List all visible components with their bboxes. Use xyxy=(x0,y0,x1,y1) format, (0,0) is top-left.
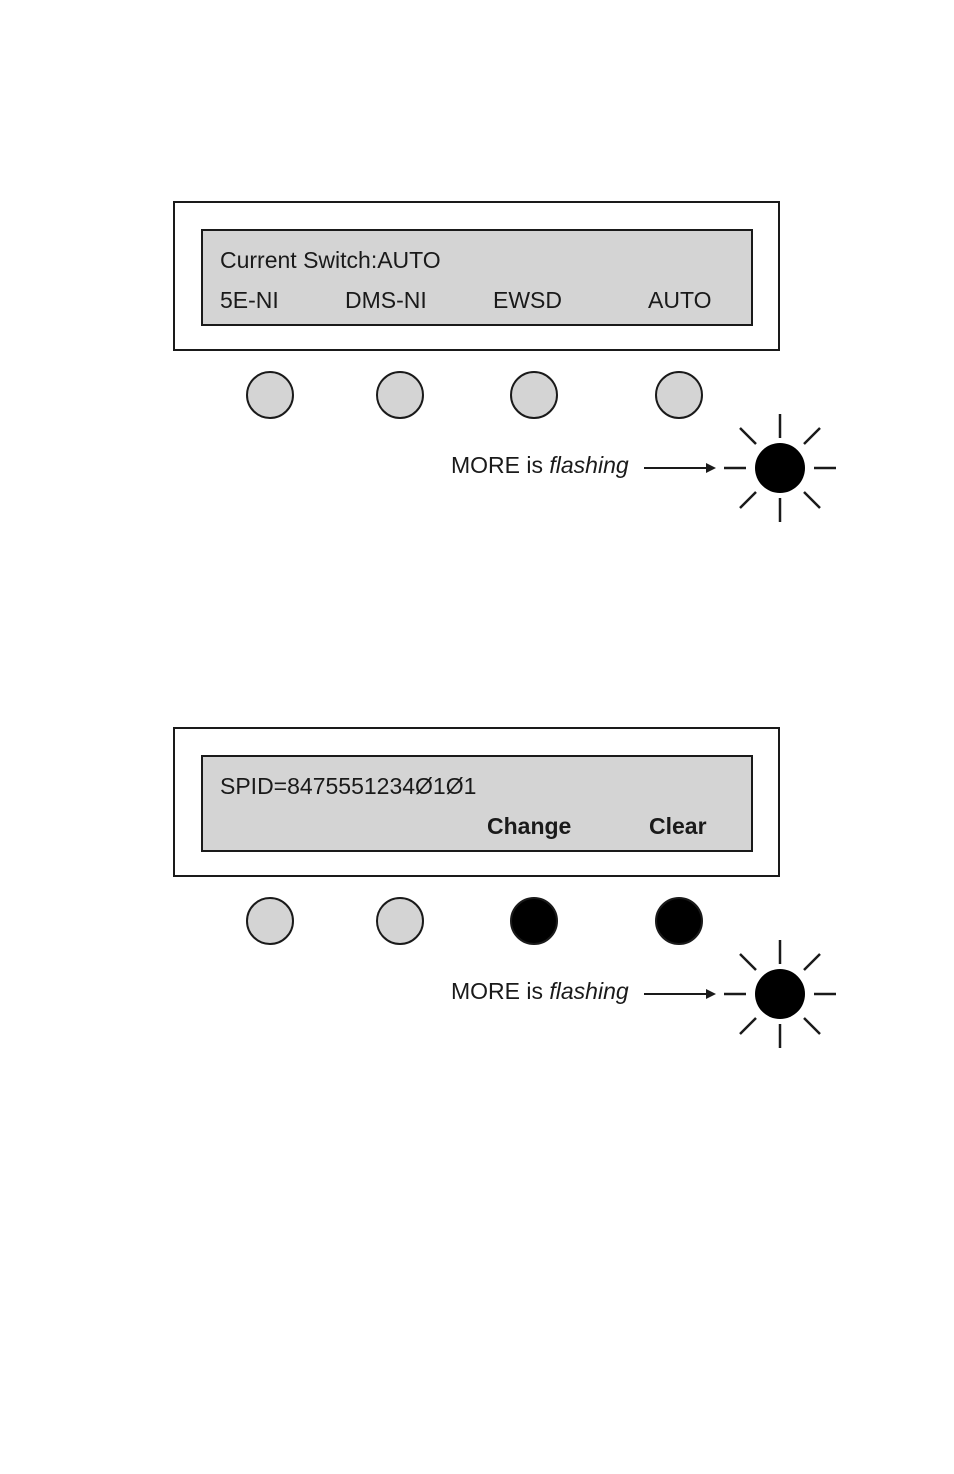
display-bezel: SPID=8475551234Ø1Ø1 Change Clear xyxy=(173,727,780,877)
softkey-2[interactable] xyxy=(376,897,424,945)
spid-panel: SPID=8475551234Ø1Ø1 Change Clear MORE is… xyxy=(0,706,954,1066)
display-line-1: Current Switch:AUTO xyxy=(220,247,441,274)
arrow-right-icon xyxy=(640,982,720,1006)
lcd-display: SPID=8475551234Ø1Ø1 Change Clear xyxy=(201,755,753,852)
more-caption: MORE is flashing xyxy=(451,978,629,1005)
display-bezel: Current Switch:AUTO 5E-NI DMS-NI EWSD AU… xyxy=(173,201,780,351)
softkey-3[interactable] xyxy=(510,371,558,419)
softkey-label-4: AUTO xyxy=(648,287,711,314)
softkey-4[interactable] xyxy=(655,371,703,419)
softkey-1[interactable] xyxy=(246,897,294,945)
softkey-1[interactable] xyxy=(246,371,294,419)
softkey-label-2: DMS-NI xyxy=(345,287,427,314)
softkey-label-3: EWSD xyxy=(493,287,562,314)
flashing-light-icon xyxy=(722,938,838,1050)
more-caption-text: MORE is xyxy=(451,452,543,478)
softkey-2[interactable] xyxy=(376,371,424,419)
display-line-1: SPID=8475551234Ø1Ø1 xyxy=(220,773,476,800)
softkey-label-1: 5E-NI xyxy=(220,287,279,314)
more-caption-emphasis: flashing xyxy=(549,452,628,478)
more-indicator-light xyxy=(755,443,805,493)
flashing-light-icon xyxy=(722,412,838,524)
more-indicator-light xyxy=(755,969,805,1019)
switch-select-panel: Current Switch:AUTO 5E-NI DMS-NI EWSD AU… xyxy=(0,180,954,540)
more-caption-text: MORE is xyxy=(451,978,543,1004)
clear-softkey[interactable] xyxy=(655,897,703,945)
softkey-label-clear: Clear xyxy=(649,813,707,840)
arrow-right-icon xyxy=(640,456,720,480)
softkey-label-change: Change xyxy=(487,813,571,840)
more-caption: MORE is flashing xyxy=(451,452,629,479)
change-softkey[interactable] xyxy=(510,897,558,945)
more-caption-emphasis: flashing xyxy=(549,978,628,1004)
lcd-display: Current Switch:AUTO 5E-NI DMS-NI EWSD AU… xyxy=(201,229,753,326)
